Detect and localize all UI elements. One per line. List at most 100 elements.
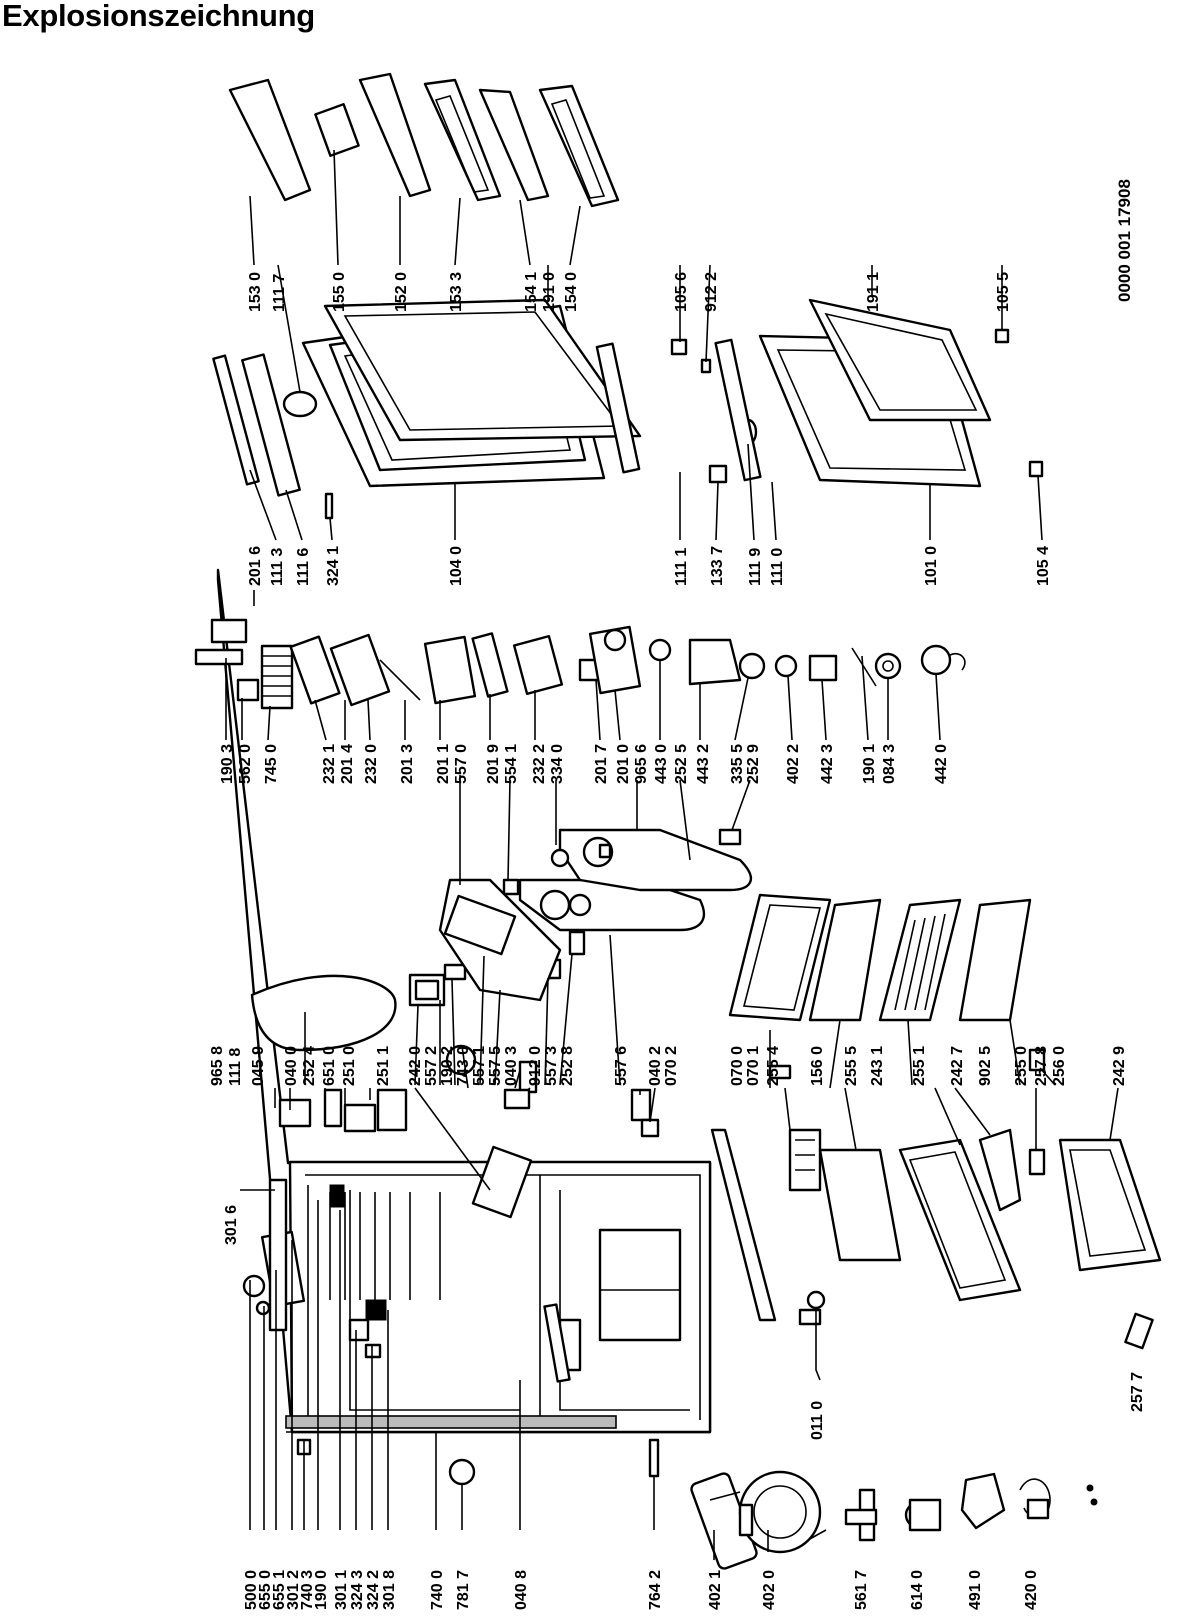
label-155-0: 155 0 bbox=[331, 272, 348, 312]
label-491-0: 491 0 bbox=[967, 1570, 984, 1610]
label-557-1: 557 1 bbox=[471, 1046, 488, 1086]
label-201-6: 201 6 bbox=[247, 546, 264, 586]
label-104-0: 104 0 bbox=[448, 546, 465, 586]
label-301-2: 301 2 bbox=[285, 1570, 302, 1610]
label-614-0: 614 0 bbox=[909, 1570, 926, 1610]
label-101-0: 101 0 bbox=[923, 546, 940, 586]
label-324-3: 324 3 bbox=[349, 1570, 366, 1610]
label-084-3: 084 3 bbox=[881, 744, 898, 784]
label-201-4: 201 4 bbox=[339, 744, 356, 784]
label-255-1: 255 1 bbox=[911, 1046, 928, 1086]
label-912-0: 912 0 bbox=[527, 1046, 544, 1086]
label-201-7: 201 7 bbox=[593, 744, 610, 784]
leader-lines bbox=[225, 149, 1119, 1560]
cabinet-body bbox=[216, 568, 712, 1434]
part-drawings bbox=[194, 72, 1162, 1570]
label-111-9: 111 9 bbox=[747, 548, 764, 586]
part-number-labels: 500 0 655 0 655 1 301 2 740 3 190 0 301 … bbox=[209, 179, 1146, 1610]
top-column-parts bbox=[194, 618, 966, 859]
label-252-5: 252 5 bbox=[673, 744, 690, 784]
label-912-2: 912 2 bbox=[703, 272, 720, 312]
label-743-0: 743 0 bbox=[455, 1046, 472, 1086]
label-111-3: 111 3 bbox=[269, 548, 286, 586]
label-201-1: 201 1 bbox=[435, 744, 452, 784]
label-442-3: 442 3 bbox=[819, 744, 836, 784]
label-420-0: 420 0 bbox=[1023, 1570, 1040, 1610]
label-301-6: 301 6 bbox=[223, 1205, 240, 1245]
label-554-1: 554 1 bbox=[503, 744, 520, 784]
label-443-0: 443 0 bbox=[653, 744, 670, 784]
label-255-4: 255 4 bbox=[765, 1046, 782, 1086]
door-assembly bbox=[212, 72, 1044, 520]
label-153-3: 153 3 bbox=[448, 272, 465, 312]
label-557-3: 557 3 bbox=[543, 1046, 560, 1086]
label-557-0: 557 0 bbox=[453, 744, 470, 784]
label-111-0: 111 0 bbox=[769, 548, 786, 586]
label-111-6: 111 6 bbox=[295, 548, 312, 586]
label-242-0: 242 0 bbox=[407, 1046, 424, 1086]
label-402-0: 402 0 bbox=[761, 1570, 778, 1610]
label-965-6: 965 6 bbox=[633, 744, 650, 784]
label-252-9: 252 9 bbox=[745, 744, 762, 784]
label-133-7: 133 7 bbox=[709, 546, 726, 586]
label-201-3: 201 3 bbox=[399, 744, 416, 784]
label-111-7: 111 7 bbox=[271, 274, 288, 312]
label-257-8: 257 8 bbox=[1033, 1046, 1050, 1086]
label-402-1: 402 1 bbox=[707, 1570, 724, 1610]
label-557-5: 557 5 bbox=[487, 1046, 504, 1086]
label-190-2: 190 2 bbox=[439, 1046, 456, 1086]
label-324-1: 324 1 bbox=[325, 546, 342, 586]
label-335-5: 335 5 bbox=[729, 744, 746, 784]
label-243-1: 243 1 bbox=[869, 1046, 886, 1086]
label-764-2: 764 2 bbox=[647, 1570, 664, 1610]
label-011-0: 011 0 bbox=[809, 1401, 826, 1440]
label-651-0: 651 0 bbox=[321, 1046, 338, 1086]
label-070-1: 070 1 bbox=[745, 1046, 762, 1086]
label-655-1: 655 1 bbox=[271, 1570, 288, 1610]
label-242-9: 242 9 bbox=[1111, 1046, 1128, 1086]
label-040-8: 040 8 bbox=[513, 1570, 530, 1610]
label-655-0: 655 0 bbox=[257, 1570, 274, 1610]
label-070-0: 070 0 bbox=[729, 1046, 746, 1086]
label-153-0: 153 0 bbox=[247, 272, 264, 312]
label-232-0: 232 0 bbox=[363, 744, 380, 784]
label-045-9: 045 9 bbox=[250, 1046, 267, 1086]
label-301-8: 301 8 bbox=[381, 1570, 398, 1610]
label-191-0: 191 0 bbox=[541, 272, 558, 312]
label-242-7: 242 7 bbox=[949, 1046, 966, 1086]
label-251-1: 251 1 bbox=[375, 1046, 392, 1086]
label-232-1: 232 1 bbox=[321, 744, 338, 784]
label-111-8: 111 8 bbox=[227, 1048, 244, 1086]
label-251-0: 251 0 bbox=[341, 1046, 358, 1086]
label-334-0: 334 0 bbox=[549, 744, 566, 784]
label-740-3: 740 3 bbox=[299, 1570, 316, 1610]
label-105-4: 105 4 bbox=[1035, 546, 1052, 586]
label-201-0: 201 0 bbox=[615, 744, 632, 784]
label-152-0: 152 0 bbox=[393, 272, 410, 312]
shelves-and-drawers bbox=[710, 893, 1162, 1350]
label-561-7: 561 7 bbox=[853, 1570, 870, 1610]
label-402-2: 402 2 bbox=[785, 744, 802, 784]
evaporator-assembly bbox=[438, 828, 753, 1002]
label-557-2: 557 2 bbox=[423, 1046, 440, 1086]
label-256-0: 256 0 bbox=[1051, 1046, 1068, 1086]
label-781-7: 781 7 bbox=[455, 1570, 472, 1610]
label-443-2: 443 2 bbox=[695, 744, 712, 784]
label-201-9: 201 9 bbox=[485, 744, 502, 784]
label-255-5: 255 5 bbox=[843, 1046, 860, 1086]
label-105-5: 105 5 bbox=[995, 272, 1012, 312]
label-745-0: 745 0 bbox=[263, 744, 280, 784]
label-190-1: 190 1 bbox=[861, 744, 878, 784]
label-902-5: 902 5 bbox=[977, 1046, 994, 1086]
label-252-4: 252 4 bbox=[301, 1046, 318, 1086]
label-040-3: 040 3 bbox=[503, 1046, 520, 1086]
compressor-assembly bbox=[648, 1438, 1098, 1570]
page-title: Explosionszeichnung bbox=[2, 0, 315, 33]
label-252-8: 252 8 bbox=[559, 1046, 576, 1086]
label-070-2: 070 2 bbox=[663, 1046, 680, 1086]
label-111-1: 111 1 bbox=[673, 548, 690, 586]
label-154-0: 154 0 bbox=[563, 272, 580, 312]
label-301-1: 301 1 bbox=[333, 1570, 350, 1610]
label-040-2: 040 2 bbox=[647, 1046, 664, 1086]
